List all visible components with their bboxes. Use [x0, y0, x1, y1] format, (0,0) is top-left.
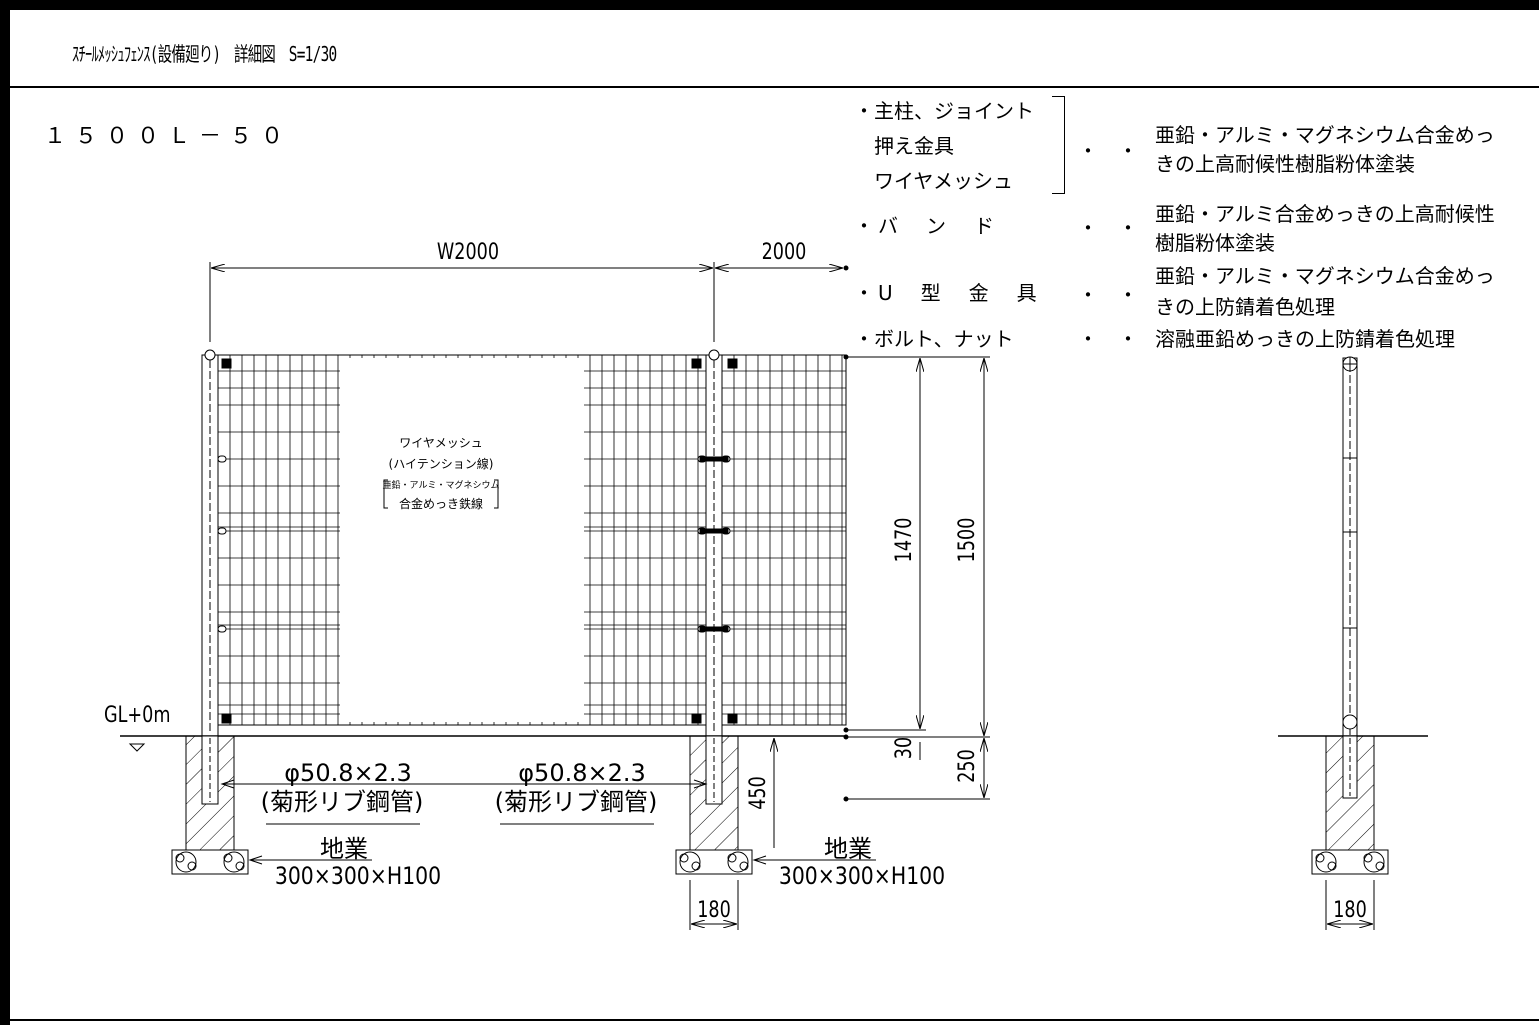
dim-text-footing-width: 180 — [697, 897, 731, 922]
sheet-border-top — [0, 0, 1539, 10]
foundation-label-center: 地業 — [824, 835, 872, 863]
joint-bolt — [699, 456, 729, 462]
spec-finish: 樹脂粉体塗装 — [1155, 231, 1275, 255]
mesh-label-line: (ハイテンション線) — [389, 456, 494, 471]
post-type-left: (菊形リブ鋼管) — [261, 788, 424, 816]
spec-bracket — [1052, 96, 1065, 194]
product-code: １５００Ｌ－５０ — [44, 124, 293, 149]
spec-part: ・バ ン ド — [854, 214, 998, 238]
sheet-border-left — [0, 0, 10, 1025]
joint-bolt — [699, 626, 729, 632]
dim-text-footing-top: 250 — [954, 749, 979, 783]
ground-level-label: GL+0m — [104, 702, 170, 727]
dim-text-next-span: 2000 — [762, 239, 807, 264]
side-elevation — [1278, 356, 1428, 930]
mesh-label-line: ワイヤメッシュ — [399, 436, 482, 450]
spec-leader-dots: ・ ・ — [1078, 283, 1138, 307]
post-bands — [217, 455, 731, 633]
mesh-label-line: 亜鉛・アルミ・マグネシウム — [383, 479, 500, 491]
band-clamp — [217, 527, 227, 535]
dim-text-embed-depth: 450 — [745, 776, 770, 810]
spec-finish: 溶融亜鉛めっきの上防錆着色処理 — [1155, 327, 1455, 351]
spec-part: ・U 型 金 具 — [854, 281, 1041, 305]
foundation-size-left: 300×300×H100 — [275, 862, 441, 890]
side-footing — [1311, 735, 1389, 875]
spec-leader-dots: ・ ・ — [1078, 327, 1138, 351]
gl-marker — [128, 743, 146, 752]
sheet-border-bottom — [10, 1019, 1539, 1021]
front-elevation — [120, 262, 990, 930]
mesh-label-brackets — [266, 479, 654, 825]
post-left — [201, 349, 219, 738]
foundation-size-center: 300×300×H100 — [779, 862, 945, 890]
dim-text-span: W2000 — [437, 239, 499, 264]
spec-finish: 亜鉛・アルミ・マグネシウム合金めっ — [1155, 123, 1495, 147]
title-divider — [10, 86, 1539, 88]
dim-text-fence-height: 1500 — [954, 518, 979, 563]
spec-finish: 亜鉛・アルミ合金めっきの上高耐候性 — [1155, 202, 1495, 226]
sheet-title: ｽﾁｰﾙﾒｯｼｭﾌｪﾝｽ(設備廻り) 詳細図 S=1/30 — [72, 42, 337, 66]
spec-leader-dots: ・ ・ — [1078, 139, 1138, 163]
spec-leader-dots: ・ ・ — [1078, 216, 1138, 240]
dim-text-footing-width-side: 180 — [1333, 897, 1367, 922]
corner-brackets — [221, 358, 738, 724]
dim-dot — [843, 265, 849, 271]
mesh-label-area — [340, 358, 584, 722]
spec-part: ワイヤメッシュ — [874, 169, 1013, 193]
dim-text-ground-gap: 30 — [891, 737, 916, 759]
foundation-label-left: 地業 — [320, 835, 368, 863]
spec-finish: 亜鉛・アルミ・マグネシウム合金めっ — [1155, 264, 1495, 288]
spec-part: 押え金具 — [874, 134, 954, 158]
mesh-panel-right — [721, 354, 847, 726]
spec-finish: きの上高耐候性樹脂粉体塗装 — [1155, 152, 1415, 176]
band-clamp — [217, 455, 227, 463]
mesh-label-line: 合金めっき鉄線 — [399, 496, 483, 511]
dim-text-mesh-height: 1470 — [891, 518, 916, 563]
post-center — [705, 349, 723, 738]
spec-part: ・主柱、ジョイント — [854, 99, 1034, 123]
joint-bolt — [699, 528, 729, 534]
spec-finish: きの上防錆着色処理 — [1155, 295, 1335, 319]
footing-center — [675, 735, 753, 875]
post-type-center: (菊形リブ鋼管) — [495, 788, 658, 816]
post-size-center: φ50.8×2.3 — [518, 759, 646, 787]
post-size-left: φ50.8×2.3 — [284, 759, 412, 787]
footing-left — [171, 735, 249, 875]
band-clamp — [217, 625, 227, 633]
spec-part: ・ボルト、ナット — [854, 327, 1014, 351]
